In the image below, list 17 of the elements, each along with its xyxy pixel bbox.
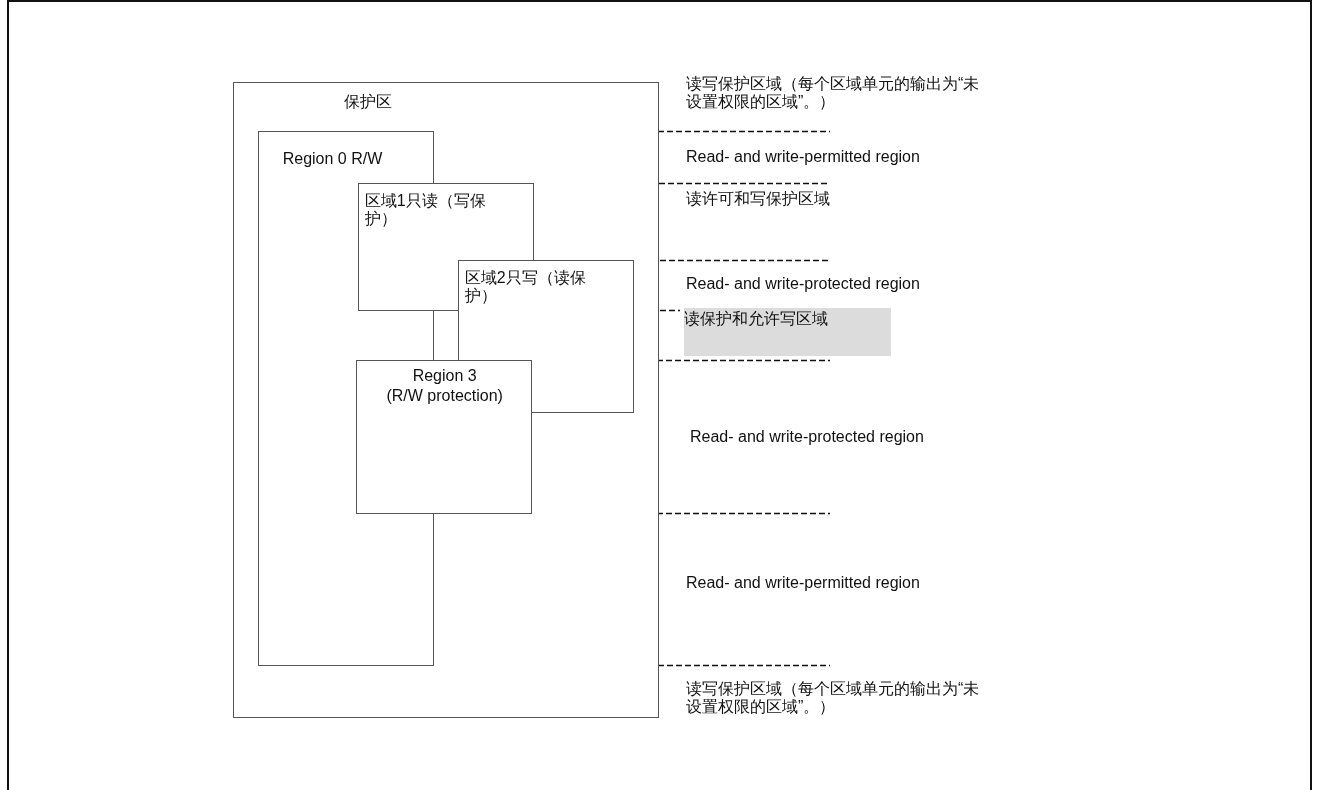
region-box (355, 359, 532, 514)
region-label: 区域1只读（写保护） (364, 191, 487, 229)
region-description: 读写保护区域（每个区域单元的输出为“未设置权限的区域”。） (686, 680, 981, 717)
region-label: 区域2只写（读保护） (464, 268, 587, 306)
protected-area-box (233, 82, 659, 718)
region-box (357, 182, 534, 261)
region-description: Read- and write-permitted region (686, 148, 921, 167)
region-description: Read- and write-permitted region (686, 574, 921, 593)
region-description: 读许可和写保护区域 (686, 190, 831, 209)
region-description: Read- and write-protected region (686, 275, 921, 294)
region-label: 保护区 (344, 93, 393, 112)
region-label: Region 3 (411, 366, 478, 386)
region-description: 读写保护区域（每个区域单元的输出为“未设置权限的区域”。） (686, 75, 981, 112)
region-label: (R/W protection) (385, 386, 504, 406)
region-label: Region 0 R/W (282, 149, 384, 169)
region-description: Read- and write-protected region (690, 428, 925, 447)
highlighted-region-label: 读保护和允许写区域 (684, 308, 891, 356)
